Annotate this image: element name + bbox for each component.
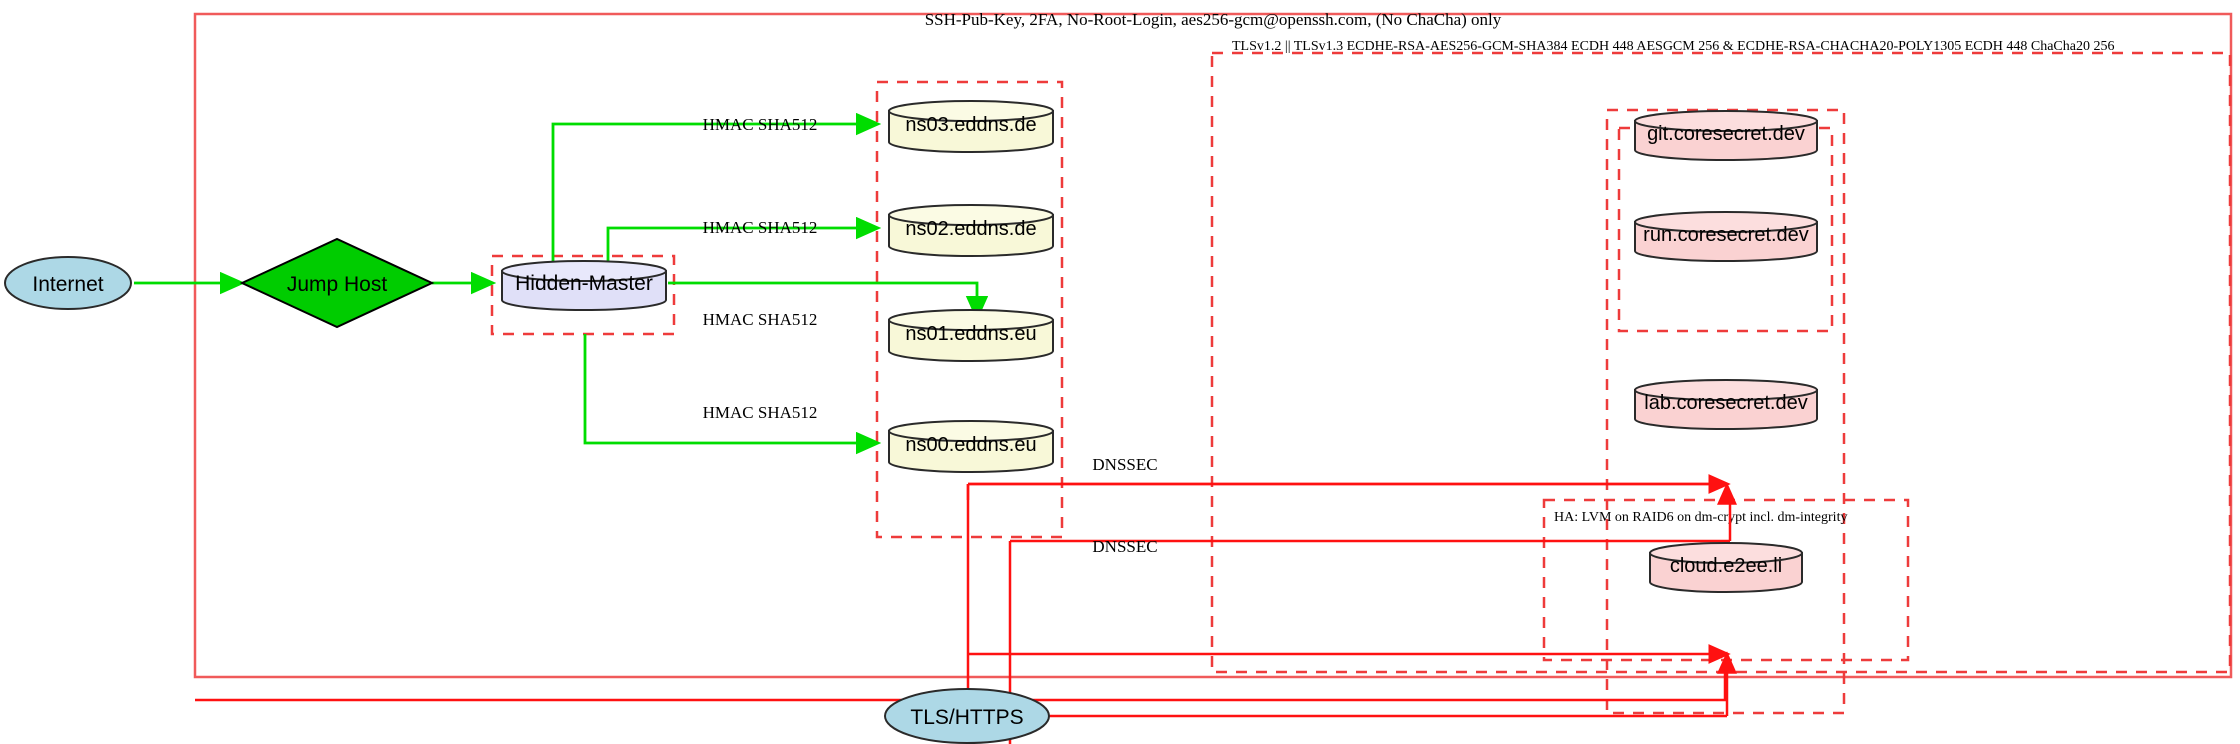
node-cloud-e2ee[interactable]: cloud.e2ee.li <box>1649 542 1803 593</box>
edge-label-hmac-ns00: HMAC SHA512 <box>703 403 818 422</box>
node-internet-label: Internet <box>32 273 103 296</box>
node-ns02[interactable]: ns02.eddns.de <box>888 204 1054 257</box>
edge-hiddenmaster-ns02 <box>606 216 882 262</box>
ssh-cluster-label: SSH-Pub-Key, 2FA, No-Root-Login, aes256-… <box>925 10 1502 29</box>
node-ns00[interactable]: ns00.eddns.eu <box>888 420 1054 473</box>
tls-cluster-label: TLSv1.2 || TLSv1.3 ECDHE-RSA-AES256-GCM-… <box>1232 39 2114 54</box>
edge-label-hmac-ns02: HMAC SHA512 <box>703 218 818 237</box>
node-ns03[interactable]: ns03.eddns.de <box>888 100 1054 153</box>
edge-label-hmac-ns03: HMAC SHA512 <box>703 115 818 134</box>
node-hidden-master[interactable]: Hidden-Master <box>501 260 667 311</box>
node-git-coresecret[interactable]: git.coresecret.dev <box>1634 110 1818 161</box>
node-run-label: run.coresecret.dev <box>1643 224 1809 246</box>
node-lab-label: lab.coresecret.dev <box>1644 392 1807 414</box>
node-tls-https-label: TLS/HTTPS <box>910 706 1023 729</box>
node-run-coresecret[interactable]: run.coresecret.dev <box>1634 211 1818 262</box>
node-git-label: git.coresecret.dev <box>1647 123 1805 145</box>
node-jump-host-label: Jump Host <box>287 273 388 296</box>
edge-label-hmac-ns01: HMAC SHA512 <box>703 310 818 329</box>
node-cloud-label: cloud.e2ee.li <box>1670 555 1782 577</box>
node-ns00-label: ns00.eddns.eu <box>905 434 1036 456</box>
ha-cluster-label: HA: LVM on RAID6 on dm-crypt incl. dm-in… <box>1554 510 1847 525</box>
node-ns02-label: ns02.eddns.de <box>905 218 1036 240</box>
node-hidden-master-label: Hidden-Master <box>515 272 653 295</box>
edge-hiddenmaster-ns01 <box>668 281 989 322</box>
node-ns01-label: ns01.eddns.eu <box>905 323 1036 345</box>
node-jump-host[interactable]: Jump Host <box>239 237 435 329</box>
node-tls-https[interactable]: TLS/HTTPS <box>884 688 1050 744</box>
node-ns03-label: ns03.eddns.de <box>905 114 1036 136</box>
edge-label-dnssec-upper: DNSSEC <box>1092 455 1157 474</box>
node-ns01[interactable]: ns01.eddns.eu <box>888 309 1054 362</box>
node-internet[interactable]: Internet <box>4 256 132 310</box>
edge-hiddenmaster-ns03 <box>551 112 882 262</box>
node-lab-coresecret[interactable]: lab.coresecret.dev <box>1634 379 1818 430</box>
edge-hiddenmaster-ns00 <box>583 334 882 455</box>
edge-dnssec-upper <box>966 482 1725 500</box>
hidden-master-cluster-box <box>490 254 676 336</box>
edge-label-dnssec-lower: DNSSEC <box>1092 537 1157 556</box>
